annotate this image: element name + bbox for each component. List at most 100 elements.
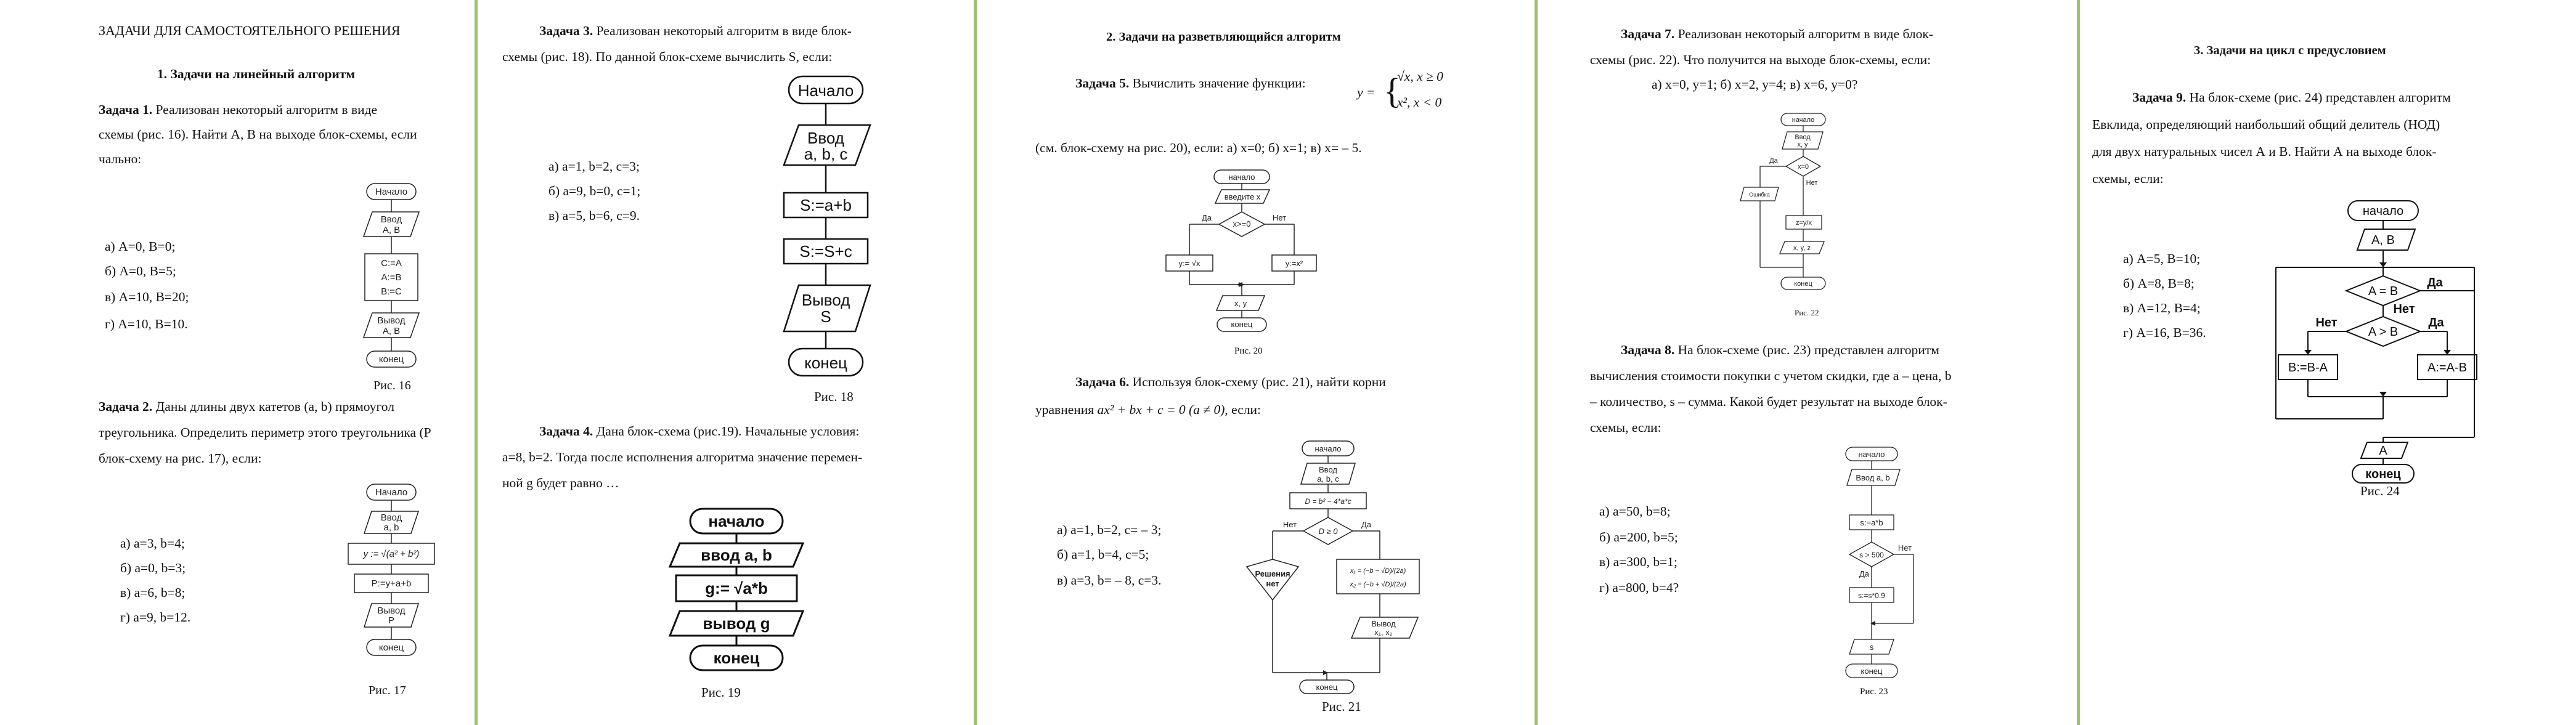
fig18-out-1: Вывод bbox=[802, 291, 850, 309]
fig20-input: введите х bbox=[1225, 192, 1261, 201]
fig18-input-1: Ввод bbox=[807, 129, 844, 147]
task-5-case-2: x², x < 0 bbox=[1397, 95, 1442, 110]
fig21-out-1: Вывод bbox=[1371, 619, 1396, 628]
fig19-end: конец bbox=[714, 649, 760, 667]
task-8-line-3: – количество, s – сумма. Какой будет рез… bbox=[1590, 394, 1947, 409]
fig22-end: конец bbox=[1794, 280, 1812, 288]
fig16-input-1: Ввод bbox=[381, 214, 402, 225]
task-7-line-1: Задача 7. Реализован некоторый алгоритм … bbox=[1621, 22, 1933, 46]
task-4-label: Задача 4. bbox=[539, 424, 593, 439]
task-3-label: Задача 3. bbox=[539, 23, 593, 38]
fig16-end: конец bbox=[379, 354, 404, 365]
fig21-caption: Рис. 21 bbox=[1322, 699, 1361, 714]
fig22-start: начало bbox=[1792, 116, 1814, 124]
task-2-option-c: в) а=6, b=8; bbox=[120, 585, 185, 600]
page-4: Задача 7. Реализован некоторый алгоритм … bbox=[1538, 0, 2077, 725]
task-2-text: Даны длины двух катетов (a, b) прямоугол bbox=[155, 399, 394, 414]
task-8-option-a: а) a=50, b=8; bbox=[1599, 504, 1671, 519]
task-8-line-1: Задача 8. На блок-схеме (рис. 23) предст… bbox=[1621, 338, 1939, 362]
fig18-end: конец bbox=[804, 354, 847, 372]
fig23-end: конец bbox=[1861, 666, 1883, 676]
fig24-yes-2: Да bbox=[2428, 316, 2444, 330]
fig18-proc-2: S:=S+c bbox=[799, 242, 852, 261]
fig21-no: Нет bbox=[1283, 520, 1297, 529]
task-9-line-3: для двух натуральных чисел А и В. Найти … bbox=[2092, 144, 2437, 159]
fig17-input-1: Ввод bbox=[381, 512, 402, 523]
fig18-start: Начало bbox=[798, 81, 854, 100]
flowchart-fig-20: начало введите х х>=0 Да Нет y:= √x y:=x… bbox=[1165, 169, 1317, 332]
task-5-case-1: √x, x ≥ 0 bbox=[1397, 69, 1443, 84]
task-1-line-1: Задача 1. Реализован некоторый алгоритм … bbox=[99, 97, 377, 122]
fig21-proc: D = b² − 4*a*c bbox=[1305, 497, 1351, 506]
fig20-end: конец bbox=[1231, 320, 1253, 329]
task-2-option-d: г) а=9, b=12. bbox=[120, 610, 191, 625]
task-9-text: На блок-схеме (рис. 24) представлен алго… bbox=[2189, 90, 2451, 105]
task-6-option-b: б) a=1, b=4, c=5; bbox=[1057, 547, 1149, 562]
fig23-proc-2: s:=s*0.9 bbox=[1858, 591, 1885, 600]
fig24-left: B:=B-A bbox=[2288, 361, 2328, 375]
fig19-start: начало bbox=[708, 512, 764, 530]
task-3-text: Реализован некоторый алгоритм в виде бло… bbox=[596, 23, 852, 38]
task-2-option-b: б) а=0, b=3; bbox=[120, 561, 186, 575]
task-8-line-4: схемы, если: bbox=[1590, 420, 1661, 435]
task-6-label: Задача 6. bbox=[1075, 375, 1130, 389]
fig17-proc-1: y := √(a² + b²) bbox=[363, 549, 420, 559]
task-7-text: Реализован некоторый алгоритм в виде бло… bbox=[1677, 26, 1933, 41]
fig21-yes: Да bbox=[1361, 520, 1372, 529]
task-6-line-2: уравнения ax² + bx + c = 0 (a ≠ 0), если… bbox=[1035, 397, 1261, 422]
page-1: ЗАДАЧИ ДЛЯ САМОСТОЯТЕЛЬНОГО РЕШЕНИЯ 1. З… bbox=[0, 0, 475, 725]
task-3-option-c: в) a=5, b=6, c=9. bbox=[548, 208, 640, 223]
flowchart-fig-24: начало А, В A = B Да Нет A > B Нет Да B:… bbox=[2275, 200, 2477, 484]
fig18-caption: Рис. 18 bbox=[814, 389, 854, 404]
flowchart-fig-19: начало ввод a, b g:= √a*b вывод g конец bbox=[668, 508, 805, 671]
fig16-proc-2: А:=В bbox=[381, 272, 402, 283]
fig16-proc-3: В:=С bbox=[381, 286, 402, 297]
section-title: 1. Задачи на линейный алгоритм bbox=[157, 67, 355, 81]
task-2-line-1: Задача 2. Даны длины двух катетов (a, b)… bbox=[99, 394, 394, 419]
task-9-option-b: б) А=8, В=8; bbox=[2123, 276, 2195, 291]
fig16-start: Начало bbox=[375, 187, 407, 197]
fig20-cond: х>=0 bbox=[1233, 219, 1251, 229]
page-2: Задача 3. Реализован некоторый алгоритм … bbox=[478, 0, 974, 725]
task-1-option-a: а) А=0, В=0; bbox=[105, 239, 176, 254]
fig23-start: начало bbox=[1858, 450, 1885, 459]
task-9-line-1: Задача 9. На блок-схеме (рис. 24) предст… bbox=[2132, 85, 2451, 110]
task-6-text-2b: , если: bbox=[1225, 402, 1261, 417]
column-divider-3 bbox=[1535, 0, 1538, 725]
fig21-left-2: нет bbox=[1266, 579, 1279, 588]
fig19-input: ввод a, b bbox=[701, 546, 772, 564]
fig20-left: y:= √x bbox=[1179, 259, 1200, 268]
flowchart-fig-16: Начало Ввод А, В С:=А А:=В В:=С Вывод А,… bbox=[362, 183, 420, 368]
task-9-label: Задача 9. bbox=[2132, 90, 2187, 105]
fig17-caption: Рис. 17 bbox=[369, 684, 406, 697]
fig22-input-1: Ввод bbox=[1795, 134, 1811, 141]
fig19-proc: g:= √a*b bbox=[705, 579, 768, 597]
fig24-cond-1: A = B bbox=[2368, 285, 2398, 298]
column-divider-2 bbox=[974, 0, 977, 725]
task-8-option-b: б) a=200, b=5; bbox=[1599, 530, 1678, 545]
task-9-line-4: схемы, если: bbox=[2092, 171, 2164, 186]
fig23-yes: Да bbox=[1859, 569, 1870, 578]
fig17-start: Начало bbox=[375, 487, 407, 498]
fig20-no: Нет bbox=[1273, 213, 1286, 222]
task-1-option-b: б) А=0, В=5; bbox=[105, 264, 176, 278]
flowchart-fig-21: начало Ввод a, b, c D = b² − 4*a*c D ≥ 0… bbox=[1245, 440, 1420, 694]
fig21-root-2: x₂ = (−b + √D)/(2a) bbox=[1349, 581, 1406, 588]
task-5-line-2: (см. блок-схему на рис. 20), если: а) х=… bbox=[1035, 140, 1362, 155]
fig23-caption: Рис. 23 bbox=[1860, 687, 1888, 697]
task-6-text: Используя блок-схему (рис. 21), найти ко… bbox=[1132, 375, 1386, 389]
task-3-option-a: а) a=1, b=2, c=3; bbox=[548, 159, 640, 174]
fig21-input-1: Ввод bbox=[1319, 465, 1337, 474]
task-5-label: Задача 5. bbox=[1075, 76, 1130, 91]
task-6-line-1: Задача 6. Используя блок-схему (рис. 21)… bbox=[1075, 370, 1386, 394]
fig21-out-2: x₁, x₂ bbox=[1374, 628, 1393, 637]
fig22-no: Нет bbox=[1806, 179, 1818, 187]
fig17-input-2: a, b bbox=[383, 522, 399, 533]
fig24-no-1: Нет bbox=[2393, 302, 2415, 316]
task-7-options: а) x=0, y=1; б) x=2, y=4; в) x=6, y=0? bbox=[1652, 77, 1858, 92]
fig23-no: Нет bbox=[1898, 543, 1912, 553]
fig23-cond: s > 500 bbox=[1859, 551, 1884, 559]
task-8-line-2: вычисления стоимости покупки с учетом ск… bbox=[1590, 368, 1952, 383]
fig23-proc-1: s:=a*b bbox=[1860, 518, 1883, 527]
task-3-line-1: Задача 3. Реализован некоторый алгоритм … bbox=[539, 18, 852, 43]
